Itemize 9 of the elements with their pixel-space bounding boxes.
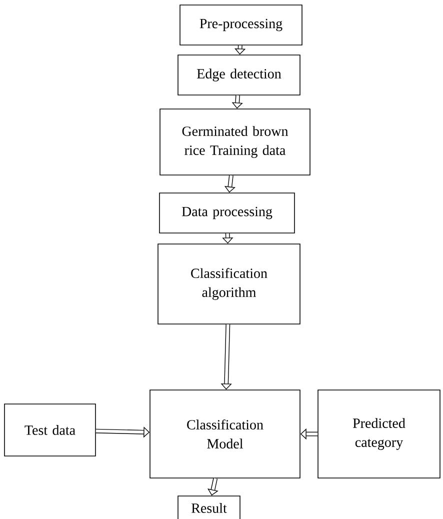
process-box: Test data [4,404,96,456]
process-box: Classification algorithm [158,244,300,324]
process-box: Pre-processing [180,4,302,46]
process-box: Edge detection [178,54,300,96]
process-box: Result [178,496,240,519]
process-box: Classification Model [150,390,300,478]
process-box: Germinated brown rice Training data [160,108,310,176]
process-box: Data processing [159,192,295,234]
process-box: Predicted category [318,390,440,478]
